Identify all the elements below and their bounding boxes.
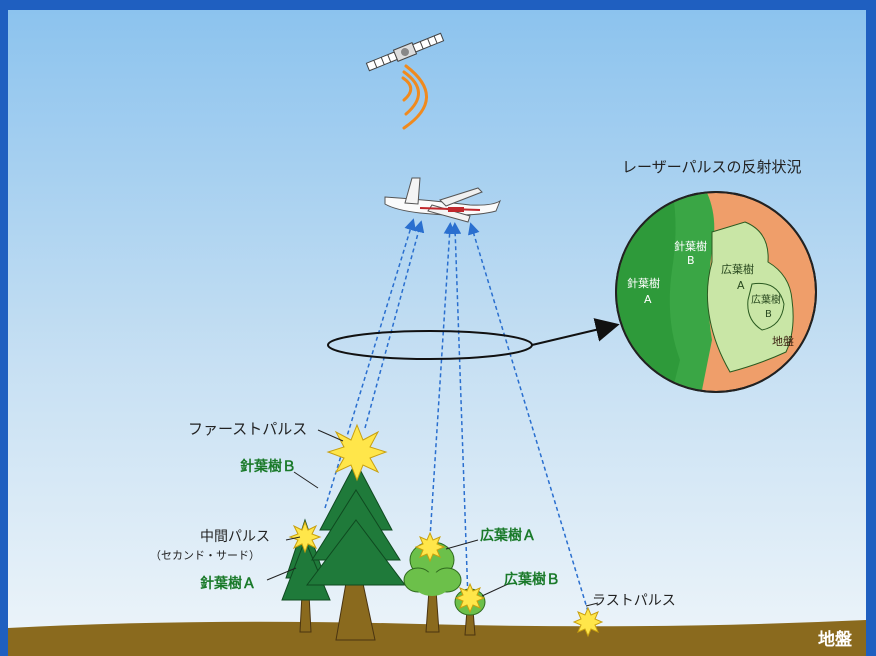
inset-conifer-a-label-1: 針葉樹 (627, 276, 660, 290)
middle-pulse-label: 中間パルス (200, 529, 270, 545)
inset-broadleaf-b-region (747, 282, 785, 331)
inset-broadleaf-a-label-1: 広葉樹 (721, 262, 754, 276)
footprint-arrow (531, 318, 620, 346)
leader-lines (266, 429, 599, 607)
last-pulse-burst-icon (572, 606, 604, 638)
middle-pulse-sub-label: （セカンド・サード） (150, 549, 260, 562)
conifer-b-tree (305, 460, 407, 641)
laser-beams (324, 218, 591, 619)
inset-title: レーザーパルスの反射状況 (622, 158, 802, 176)
inset-broadleaf-a-label-2: A (737, 279, 745, 292)
broadleaf-b-label: 広葉樹Ｂ (504, 571, 560, 588)
inset-conifer-b-label-2: B (687, 254, 695, 267)
ground (8, 620, 866, 656)
conifer-a-label: 針葉樹Ａ (200, 575, 256, 592)
inset-conifer-a-label-2: A (644, 293, 652, 306)
broadleaf-a-burst-icon (414, 531, 446, 563)
signal-waves-icon (401, 64, 428, 130)
ground-label: 地盤 (818, 629, 853, 650)
broadleaf-b-burst-icon (454, 582, 486, 614)
inset-broadleaf-b-label-1: 広葉樹 (751, 293, 781, 306)
first-pulse-label: ファーストパルス (188, 420, 307, 438)
broadleaf-a-label: 広葉樹Ａ (480, 527, 536, 544)
airplane-icon (384, 177, 502, 223)
broadleaf-a-tree (403, 541, 462, 633)
first-pulse-burst-icon (326, 423, 388, 482)
middle-pulse-burst-icon (288, 520, 322, 554)
inset-conifer-b-label-1: 針葉樹 (674, 239, 707, 253)
inset-broadleaf-b-label-2: B (765, 309, 772, 320)
satellite-icon (365, 32, 445, 72)
conifer-b-label: 針葉樹Ｂ (240, 458, 296, 475)
inset-ground-label: 地盤 (772, 335, 794, 348)
last-pulse-label: ラストパルス (592, 593, 676, 609)
inset-circle (615, 191, 817, 393)
